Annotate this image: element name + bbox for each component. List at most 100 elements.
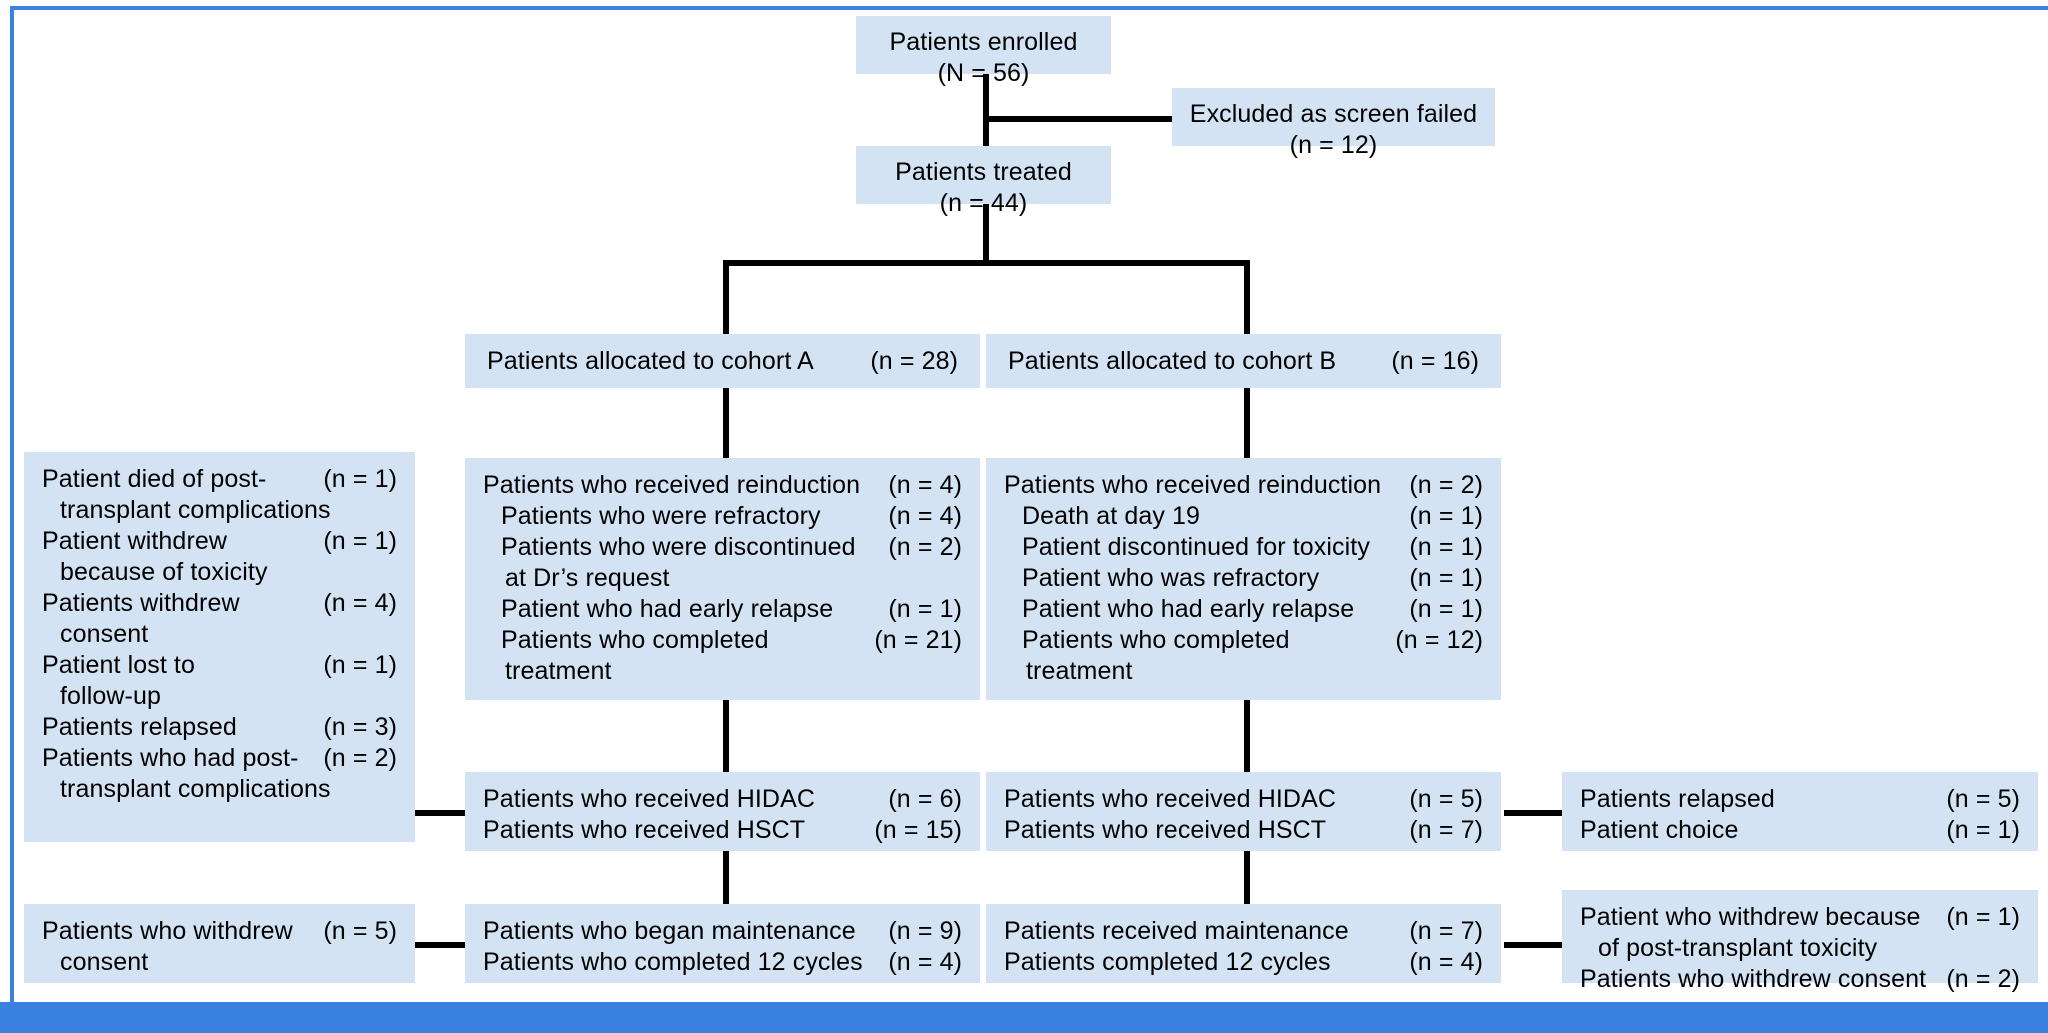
flow-row-count: (n = 9) [888,917,962,945]
flow-row-label: Patients who completed [501,626,769,654]
flow-row-label: Patients who received reinduction [483,471,861,499]
node-cohort-a-maintenance-dropout: Patients who withdrew(n = 5)consent [24,904,415,983]
node-patients-enrolled: Patients enrolled (N = 56) [856,16,1111,87]
frame-top-border [10,6,2048,10]
flow-row-label: Patient withdrew [42,527,228,555]
flow-row-count: (n = 7) [1409,917,1483,945]
flow-row-label: Patients received maintenance [1004,917,1349,945]
flow-row: Death at day 19 (n = 1) [1004,501,1483,532]
node-cohort-a-dropout: Patient died of post-(n = 1) transplant c… [24,452,415,842]
flow-row-label: Patients who began maintenance [483,917,856,945]
flow-row-label: Patients who had post- [42,744,299,772]
node-cohort-a-maintenance: Patients who began maintenance(n = 9)Pat… [465,904,980,983]
flow-row-continuation: consent [60,948,149,976]
flow-row: Patient died of post-(n = 1) [42,464,397,495]
flow-row-count: (n = 2) [1409,471,1483,499]
connector-cohort-b-consolidation-to-maintenance [1244,851,1250,910]
flow-row: Patients who received reinduction (n = 4) [483,470,962,501]
node-cohort-b-allocated: Patients allocated to cohort B (n = 16) [986,334,1501,388]
node-cohort-b-consolidation-dropout: Patients relapsed(n = 5)Patient choice(n… [1562,772,2038,851]
flow-row-count: (n = 12) [1395,626,1483,654]
flow-row-count: (n = 5) [1946,785,2020,813]
connector-cohort-a-maintenance-dropout [415,942,483,948]
flow-row-label: Patients relapsed [1580,785,1775,813]
flow-row-label: Patients who received HIDAC [1004,785,1337,813]
flow-row-count: (n = 2) [1946,965,2020,993]
node-cohort-b-consolidation: Patients who received HIDAC(n = 5)Patien… [986,772,1501,851]
flow-row-count: (n = 4) [888,471,962,499]
flow-row-count: (n = 2) [323,744,397,772]
node-patients-enrolled-line1: Patients enrolled [889,28,1078,56]
flow-row-count: (n = 5) [1409,785,1483,813]
flow-row-label: Patients relapsed [42,713,237,741]
flow-row-label: Patient discontinued for toxicity [1022,533,1370,561]
flow-row: Patients who received HSCT (n = 7) [1004,815,1483,846]
flow-row-label: Patient lost to [42,651,195,679]
flow-row: Patients who were discontinued (n = 2) [483,532,962,563]
connector-cohort-a-consolidation-to-maintenance [723,851,729,910]
connector-cohort-b-consolidation-to-dropout [1504,810,1562,816]
flow-row: Patient who withdrew because(n = 1) [1580,902,2020,933]
node-cohort-b-allocated-count: (n = 16) [1391,347,1479,375]
flow-row-label: Patients who withdrew consent [1580,965,1927,993]
flow-row: Patient discontinued for toxicity (n = 1) [1004,532,1483,563]
flow-row-label: Patient who was refractory [1022,564,1320,592]
flow-row-count: (n = 4) [888,948,962,976]
flow-row-label: Patients who completed 12 cycles [483,948,863,976]
connector-cohort-b-maintenance-dropout [1504,942,1562,948]
flow-row-count: (n = 1) [323,527,397,555]
flow-row-count: (n = 1) [323,651,397,679]
flow-row-label: Patients who received HIDAC [483,785,816,813]
frame-left-border [10,6,14,1006]
flow-row-continuation: at Dr’s request [505,564,670,592]
flow-row-label: Patients completed 12 cycles [1004,948,1331,976]
connector-cohort-a-alloc-to-reinduction [723,388,729,458]
connector-cohort-b-alloc-to-reinduction [1244,388,1250,458]
node-patients-enrolled-line2: (N = 56) [937,59,1030,87]
connector-cohort-a-reinduction-to-consolidation [723,700,729,772]
flow-row-label: Patients who received HSCT [483,816,806,844]
flow-row-label: Patients who received HSCT [1004,816,1327,844]
flow-row: Patients who completed 12 cycles (n = 4) [483,947,962,978]
flow-row-continuation: of post-transplant toxicity [1598,934,1878,962]
node-patients-treated-line1: Patients treated [895,158,1072,186]
flow-row-continuation: transplant complications [60,775,331,803]
flow-row-continuation: follow-up [60,682,161,710]
node-excluded-line2: (n = 12) [1289,131,1378,159]
flow-row-count: (n = 4) [1409,948,1483,976]
flow-row: Patients relapsed(n = 3) [42,712,397,743]
flow-row-continuation: because of toxicity [60,558,268,586]
flow-row: Patient lost to (n = 1) [42,650,397,681]
flow-row-continuation: treatment [505,657,612,685]
flow-row: Patients who withdrew consent (n = 2) [1580,964,2020,995]
connector-branch-to-cohort-b [1244,260,1250,334]
flow-row-count: (n = 1) [1409,533,1483,561]
node-cohort-b-maintenance: Patients received maintenance (n = 7) Pati… [986,904,1501,983]
flow-row-count: (n = 1) [1946,903,2020,931]
flow-row-count: (n = 1) [888,595,962,623]
flow-row: Patients who received HIDAC (n = 5) [1004,784,1483,815]
flow-row: Patients withdrew(n = 4) [42,588,397,619]
flow-row: Patients relapsed (n = 5) [1580,784,2020,815]
node-cohort-a-allocated-label: Patients allocated to cohort A [487,347,814,375]
flow-row: Patient who had early relapse(n = 1) [483,594,962,625]
flow-row-label: Patients who were discontinued [501,533,856,561]
connector-treated-down [983,204,989,266]
flow-row: Patients who received reinduction(n = 2) [1004,470,1483,501]
connector-cohort-b-reinduction-to-consolidation [1244,700,1250,772]
flow-row-label: Patients who completed [1022,626,1290,654]
flow-row-label: Death at day 19 [1022,502,1201,530]
flow-row-label: Patients who withdrew [42,917,293,945]
flow-row: Patient withdrew (n = 1) [42,526,397,557]
node-excluded-line1: Excluded as screen failed [1189,100,1478,128]
node-cohort-a-consolidation: Patients who received HIDAC(n = 6)Patien… [465,772,980,851]
flow-row: Patient who had early relapse(n = 1) [1004,594,1483,625]
flow-row-count: (n = 2) [888,533,962,561]
flow-row-count: (n = 1) [1409,502,1483,530]
flow-row-count: (n = 7) [1409,816,1483,844]
flow-row: Patient who was refractory(n = 1) [1004,563,1483,594]
flow-row-count: (n = 21) [874,626,962,654]
flow-row-count: (n = 6) [888,785,962,813]
connector-treated-to-excluded [983,116,1172,122]
flow-row: Patients who received HIDAC (n = 6) [483,784,962,815]
